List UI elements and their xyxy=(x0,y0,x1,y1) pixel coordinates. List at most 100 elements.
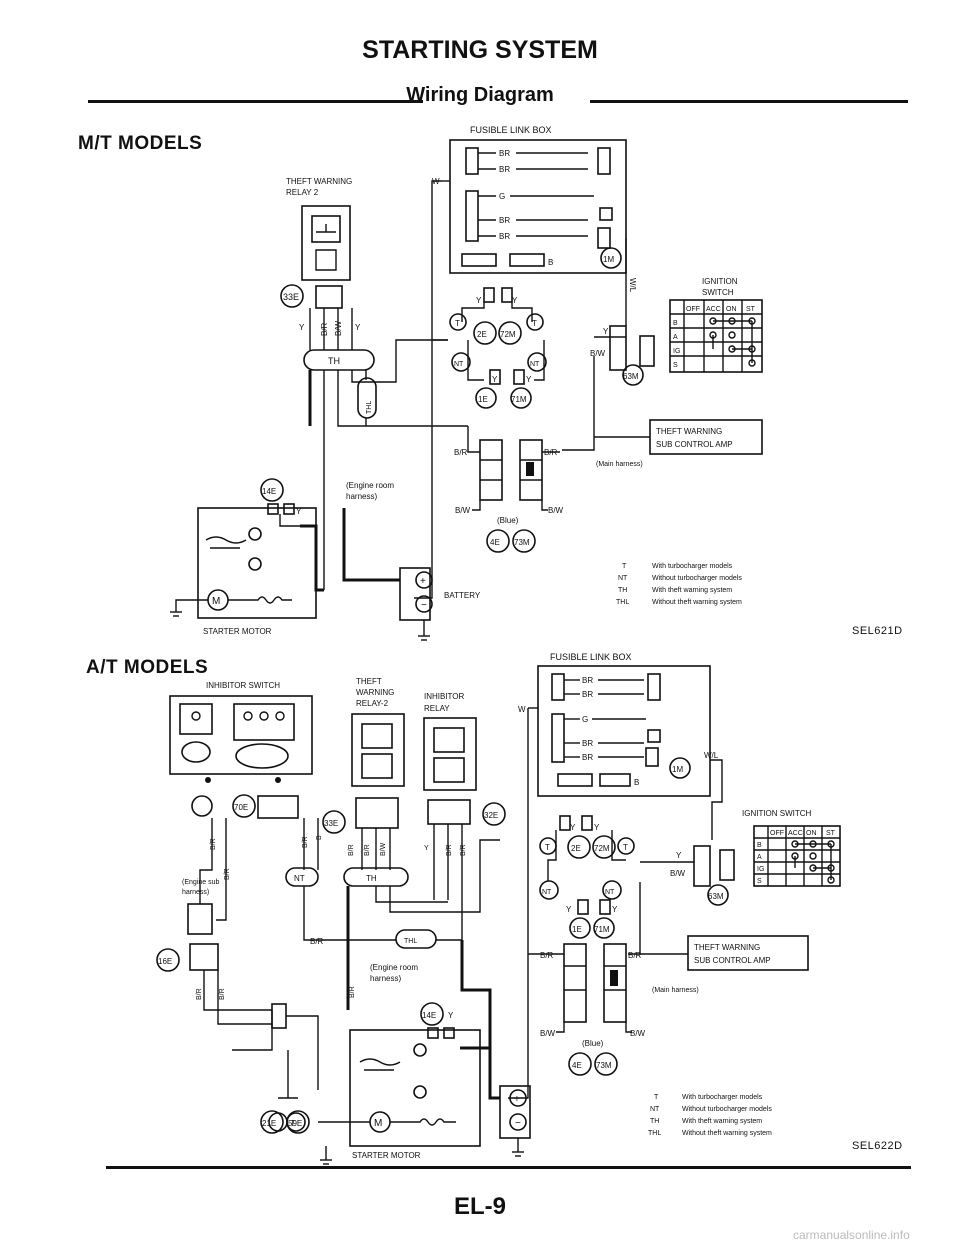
svg-text:B: B xyxy=(757,842,762,849)
svg-text:T: T xyxy=(622,563,627,570)
svg-text:IGNITION SWITCH: IGNITION SWITCH xyxy=(742,809,812,818)
svg-text:ST: ST xyxy=(746,306,756,313)
svg-text:Y: Y xyxy=(296,507,302,516)
svg-text:Without turbocharger models: Without turbocharger models xyxy=(652,575,742,582)
svg-text:B/R: B/R xyxy=(446,844,453,856)
svg-text:THL: THL xyxy=(404,938,417,945)
mt-wire-br-3: BR xyxy=(499,216,510,225)
svg-text:TH: TH xyxy=(618,587,627,594)
svg-text:ACC: ACC xyxy=(706,306,721,313)
svg-text:B/R: B/R xyxy=(302,836,309,848)
svg-text:B/R: B/R xyxy=(349,986,356,998)
svg-text:INHIBITOR SWITCH: INHIBITOR SWITCH xyxy=(206,681,280,690)
at-legend: T With turbocharger models NT Without tu… xyxy=(648,1094,772,1137)
mt-figure-ref: SEL621D xyxy=(852,625,903,637)
svg-text:OFF: OFF xyxy=(686,306,700,313)
svg-text:THEFT WARNING: THEFT WARNING xyxy=(656,427,722,436)
mt-conn-63m: 63M xyxy=(623,372,639,381)
svg-text:(Blue): (Blue) xyxy=(582,1039,604,1048)
svg-text:ST: ST xyxy=(826,830,836,837)
svg-text:G: G xyxy=(582,715,588,724)
svg-text:T: T xyxy=(654,1094,659,1101)
svg-text:S: S xyxy=(673,362,678,369)
svg-text:NT: NT xyxy=(294,874,305,883)
svg-text:THL: THL xyxy=(616,599,629,606)
svg-text:B/R: B/R xyxy=(540,951,554,960)
svg-text:Y: Y xyxy=(594,823,600,832)
mt-legend: T With turbocharger models NT Without tu… xyxy=(616,563,742,606)
svg-text:T: T xyxy=(455,319,460,328)
svg-text:+: + xyxy=(514,1094,520,1105)
svg-text:B/W: B/W xyxy=(590,349,606,358)
svg-text:T: T xyxy=(545,843,550,852)
svg-text:SWITCH: SWITCH xyxy=(702,288,734,297)
svg-text:Y: Y xyxy=(526,375,532,384)
header-rule-left xyxy=(88,100,423,103)
svg-text:T: T xyxy=(532,319,537,328)
svg-text:NT: NT xyxy=(650,1106,660,1113)
svg-text:Y: Y xyxy=(612,905,618,914)
svg-text:With theft warning system: With theft warning system xyxy=(682,1118,762,1125)
svg-text:Y: Y xyxy=(424,845,429,852)
at-neutral-wiring: Y Y T T 2E 72M NT NT Y Y 1E 71M xyxy=(539,815,635,939)
mt-wire-br-2: BR xyxy=(499,165,510,174)
mt-neutral-wiring: Y Y T T 2E 72M NT NT Y Y 1E 71M xyxy=(449,287,547,409)
svg-text:Y: Y xyxy=(676,851,682,860)
svg-text:33E: 33E xyxy=(283,292,299,302)
svg-text:IG: IG xyxy=(757,866,764,873)
svg-text:RELAY: RELAY xyxy=(424,704,450,713)
svg-text:B/W: B/W xyxy=(334,320,343,336)
svg-text:B/W: B/W xyxy=(540,1029,556,1038)
mt-relay-leads: Y B/R B/W Y xyxy=(299,308,361,350)
svg-text:B/R: B/R xyxy=(628,951,642,960)
mt-fusible-link-box: FUSIBLE LINK BOX BR BR G BR BR xyxy=(449,125,627,274)
svg-text:TH: TH xyxy=(650,1118,659,1125)
mt-theft-relay-line1: THEFT WARNING xyxy=(286,177,352,186)
svg-text:(Main harness): (Main harness) xyxy=(596,461,643,468)
at-thl-box xyxy=(395,929,437,949)
mt-conn-14e: 14E xyxy=(262,487,276,496)
svg-text:B/W: B/W xyxy=(380,842,387,856)
page-number: EL-9 xyxy=(453,1193,506,1220)
svg-text:Y: Y xyxy=(570,823,576,832)
svg-text:Without theft warning system: Without theft warning system xyxy=(652,599,742,606)
footer-rule xyxy=(106,1166,911,1169)
at-starter-motor: 14E Y M STARTER MOTOR xyxy=(318,940,500,1165)
mt-diagram: FUSIBLE LINK BOX BR BR G BR BR xyxy=(170,125,763,641)
svg-text:Y: Y xyxy=(476,296,482,305)
at-conn-14e: 14E xyxy=(422,1011,436,1020)
svg-text:A: A xyxy=(757,854,762,861)
mt-relay-block: B/R B/R B/W B/W (Blue) 4E 73M xyxy=(454,426,564,553)
mt-conn-72m: 72M xyxy=(500,330,516,339)
svg-text:B/R: B/R xyxy=(320,322,329,336)
at-conn-2e: 2E xyxy=(571,844,581,853)
at-conn-4e: 4E xyxy=(572,1061,582,1070)
mt-thl-label: THL xyxy=(366,401,373,414)
at-conn-63m: 63M xyxy=(708,892,724,901)
mt-fusible-label: FUSIBLE LINK BOX xyxy=(470,125,552,135)
svg-text:B/R: B/R xyxy=(224,868,231,880)
at-section-label: A/T MODELS xyxy=(86,657,209,678)
svg-text:(Engine room: (Engine room xyxy=(346,481,394,490)
svg-text:harness): harness) xyxy=(346,492,377,501)
svg-text:NT: NT xyxy=(530,361,540,368)
mt-section-label: M/T MODELS xyxy=(78,133,203,154)
mt-thl-box xyxy=(357,377,377,419)
svg-text:With turbocharger models: With turbocharger models xyxy=(652,563,733,570)
svg-text:T: T xyxy=(623,843,628,852)
page-title: STARTING SYSTEM xyxy=(362,36,598,64)
mt-wire-b: B xyxy=(548,258,553,267)
svg-text:NT: NT xyxy=(605,889,615,896)
at-nt-box xyxy=(285,867,319,887)
svg-text:STARTER MOTOR: STARTER MOTOR xyxy=(203,627,272,636)
svg-text:B/R: B/R xyxy=(460,844,467,856)
svg-text:(Blue): (Blue) xyxy=(497,516,519,525)
svg-text:WARNING: WARNING xyxy=(356,688,394,697)
svg-text:B/R: B/R xyxy=(364,844,371,856)
svg-text:ON: ON xyxy=(806,830,817,837)
svg-text:Y: Y xyxy=(492,375,498,384)
svg-text:Y: Y xyxy=(299,323,305,332)
svg-text:INHIBITOR: INHIBITOR xyxy=(424,692,465,701)
mt-conn-1e: 1E xyxy=(478,395,488,404)
svg-text:1M: 1M xyxy=(672,765,683,774)
